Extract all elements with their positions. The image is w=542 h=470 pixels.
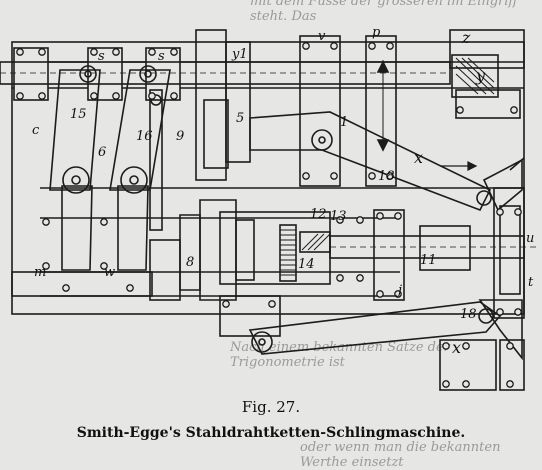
gear-housing-z: [449, 29, 525, 69]
upright-v: [299, 35, 341, 187]
label-9: 9: [176, 129, 185, 144]
label-8: 8: [186, 255, 195, 270]
upright-p: [365, 35, 397, 187]
label-16: 16: [136, 129, 153, 144]
label-13: 13: [330, 209, 347, 224]
collar-11: [419, 225, 471, 271]
label-18-top: 18: [378, 169, 395, 184]
label-u: u: [526, 231, 535, 246]
machine-drawing: [0, 29, 540, 391]
bar-5: [203, 99, 229, 169]
label-y1: y1: [232, 47, 248, 62]
label-x-bottom: x: [452, 338, 462, 357]
label-w: w: [104, 265, 116, 280]
label-j: j: [398, 283, 403, 298]
machine-frame: [11, 41, 525, 315]
label-s-2: s: [158, 49, 165, 64]
plate-8: [199, 199, 237, 301]
label-s-1: s: [98, 49, 105, 64]
gear-12: [279, 224, 297, 282]
label-6: 6: [98, 145, 107, 160]
label-11: 11: [420, 253, 437, 268]
bleed-text-bottom: oder wenn man die bekannten Werthe einse…: [300, 440, 501, 470]
rod-9: [149, 89, 163, 231]
label-z: z: [462, 28, 471, 47]
label-v: v: [318, 29, 326, 44]
figure-caption: Smith-Egge's Stahldrahtketten-Schlingmas…: [76, 425, 466, 441]
lever-18-top: [249, 111, 492, 212]
label-1: 1: [340, 115, 349, 130]
label-m: m: [34, 265, 47, 280]
label-14: 14: [298, 257, 315, 272]
label-p: p: [372, 25, 381, 40]
label-12: 12: [310, 207, 327, 222]
label-x-top: x: [414, 148, 424, 167]
label-t: t: [528, 275, 534, 290]
figure-number: Fig. 27.: [241, 398, 301, 416]
label-c: c: [32, 123, 40, 138]
label-5: 5: [236, 111, 245, 126]
label-y-right: y: [476, 66, 486, 85]
label-18-bottom: 18: [460, 307, 477, 322]
base-bar-m: [11, 271, 153, 297]
lever-18-bottom: [248, 301, 502, 355]
lever-15: [49, 69, 101, 191]
label-15: 15: [70, 107, 87, 122]
upright-y1: [195, 29, 227, 181]
bleed-text-top: mit dem Fusse der grösseren im Eingriff …: [250, 0, 518, 24]
top-shaft: [0, 61, 451, 85]
